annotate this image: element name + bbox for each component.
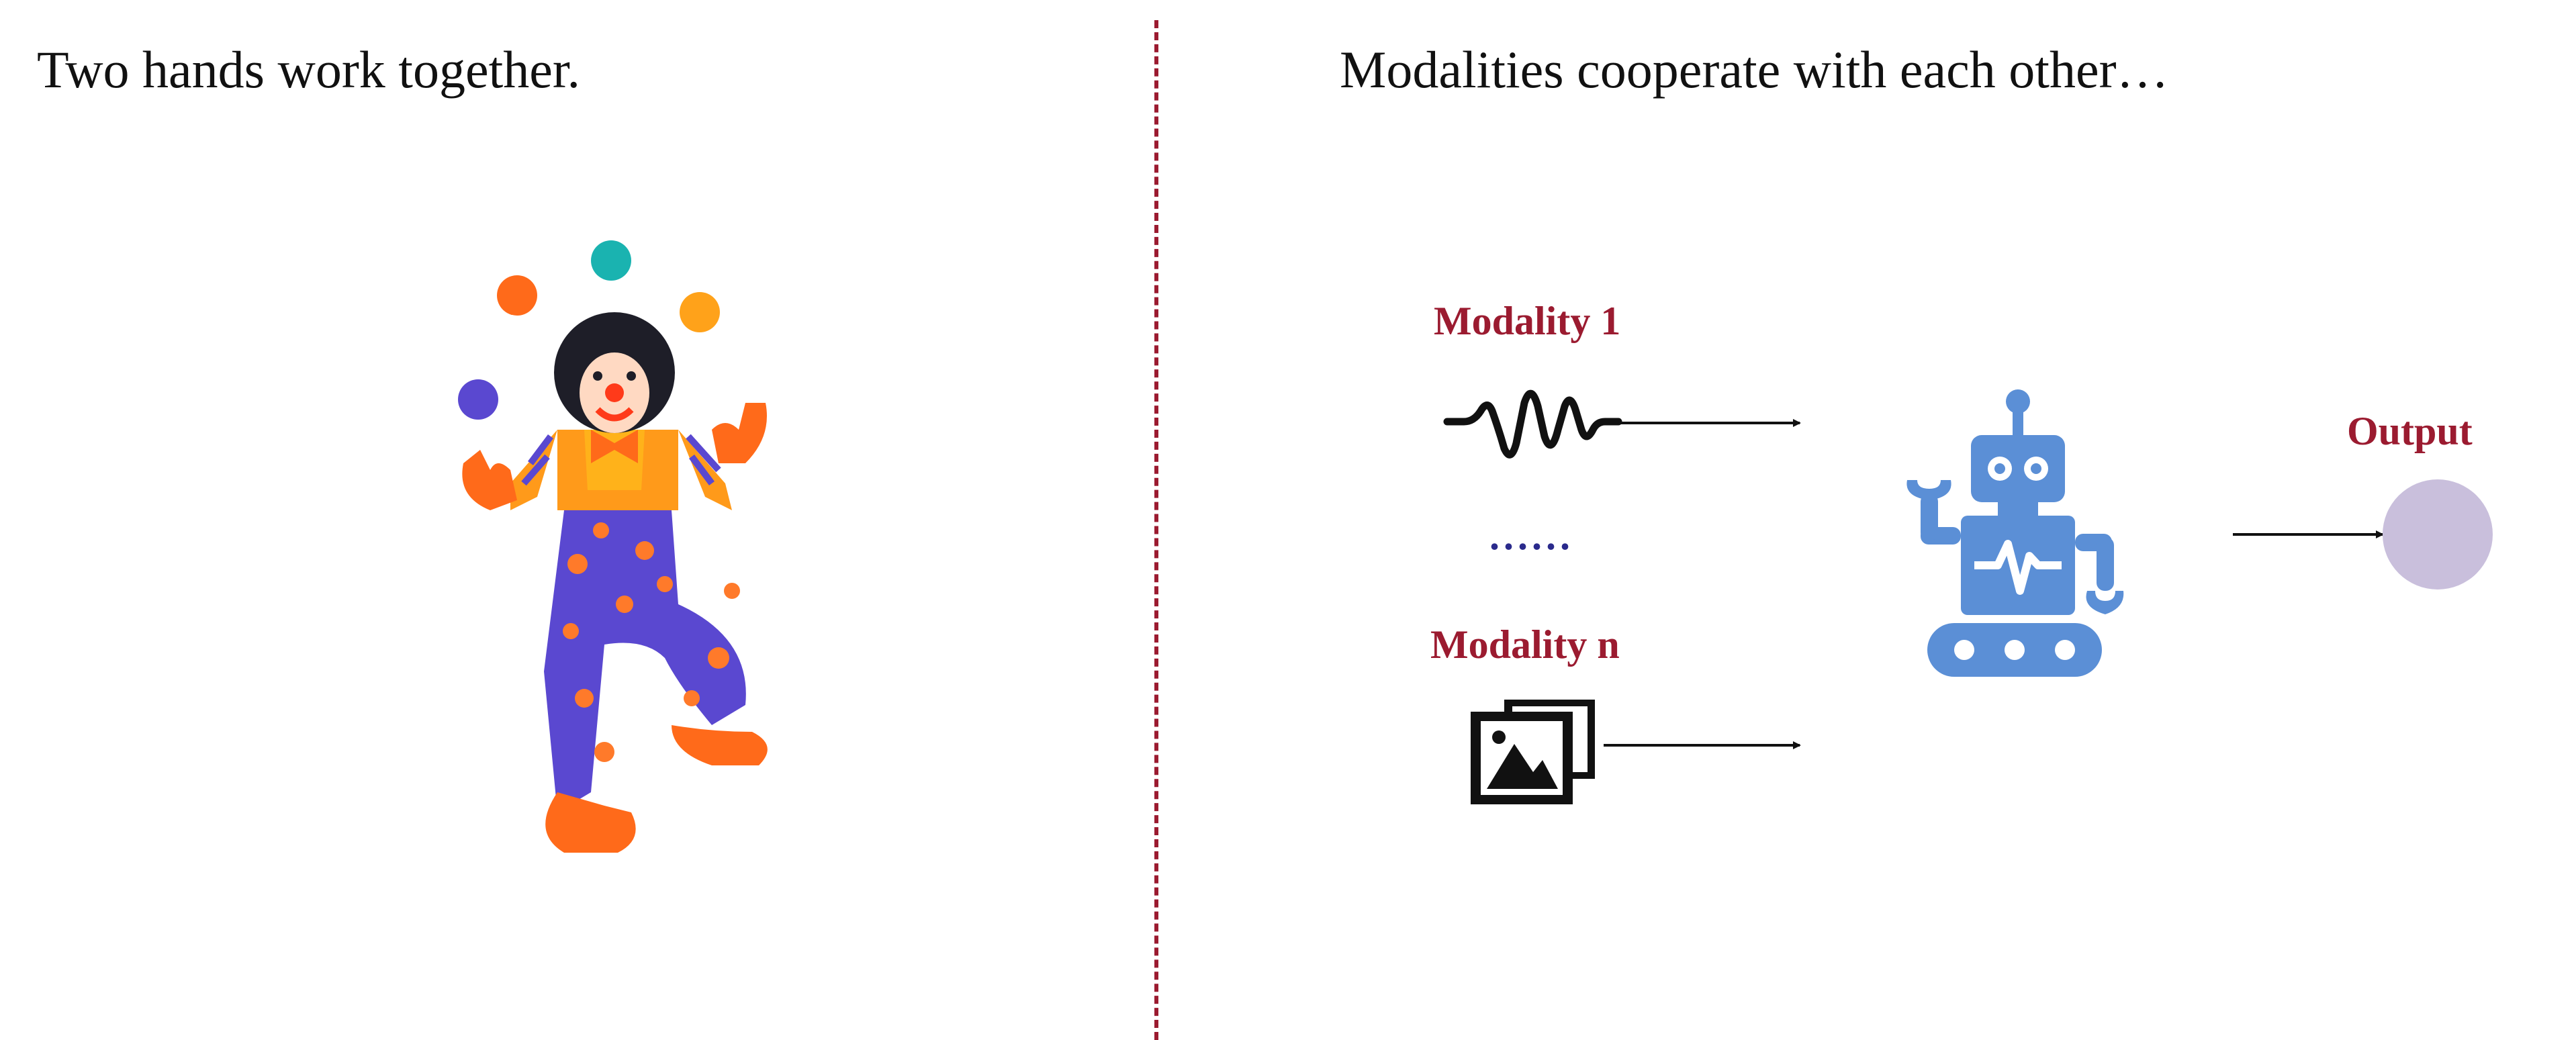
robot-icon [1906, 389, 2124, 677]
left-heading: Two hands work together. [37, 40, 581, 99]
audio-waveform-icon [1443, 389, 1622, 459]
modality-ellipsis: ...... [1489, 514, 1574, 558]
juggling-clown-illustration [458, 240, 768, 853]
juggling-ball [591, 240, 631, 281]
panel-divider [1154, 20, 1158, 1040]
output-node-circle [2383, 479, 2493, 589]
output-label: Output [2347, 409, 2473, 453]
juggling-ball [680, 292, 720, 332]
right-heading: Modalities cooperate with each other… [1340, 40, 2169, 99]
image-gallery-icon [1471, 700, 1595, 804]
juggling-ball [497, 275, 537, 316]
modality-1-label: Modality 1 [1434, 299, 1621, 343]
juggling-ball [458, 379, 498, 420]
modality-n-label: Modality n [1430, 622, 1620, 667]
